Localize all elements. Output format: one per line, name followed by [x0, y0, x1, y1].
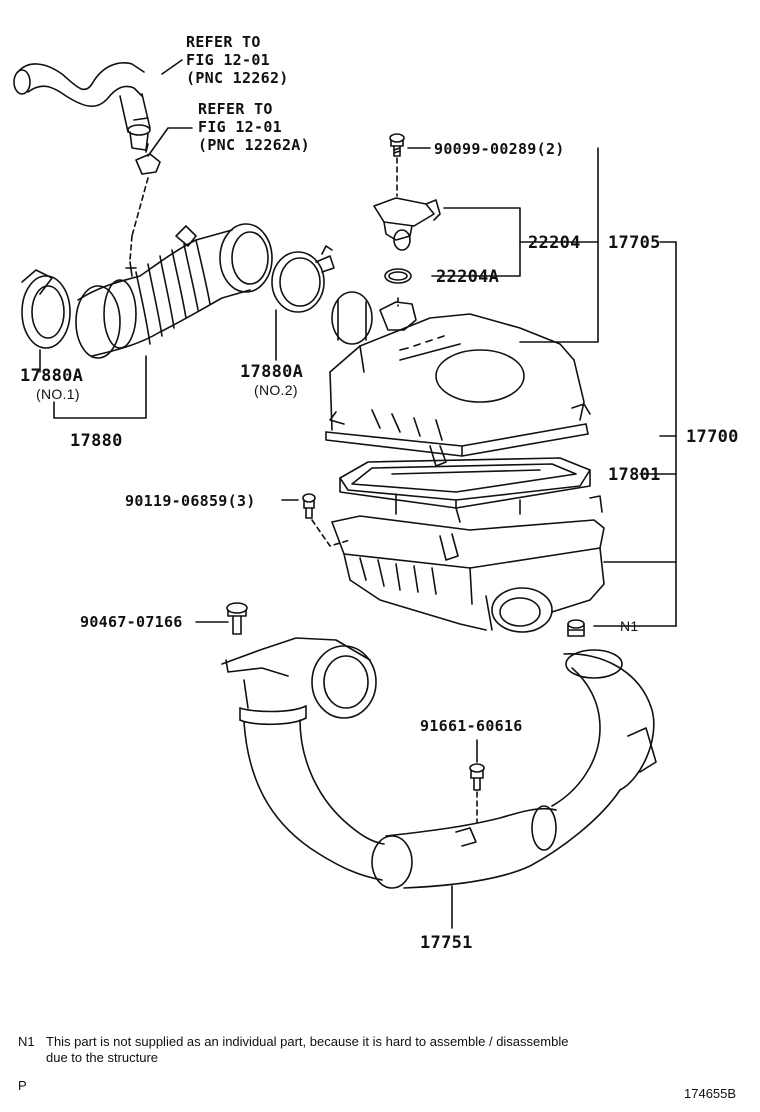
- refer-note-1[interactable]: REFER TO FIG 12-01 (PNC 12262): [186, 33, 289, 87]
- part-17705[interactable]: 17705: [608, 233, 661, 253]
- screw-90099: [389, 133, 405, 157]
- figure-id: 174655B: [684, 1086, 737, 1101]
- o-ring-22204a: [384, 268, 412, 284]
- sensor-22204: [373, 197, 441, 251]
- part-17880a-no1-sub: (NO.1): [36, 386, 80, 402]
- refer-note-2-line3: (PNC 12262A): [198, 136, 310, 154]
- upper-hose-ref-part: [13, 62, 151, 151]
- fitting-ref-part: [135, 143, 161, 175]
- bolt-91661: [469, 763, 485, 791]
- refer-note-2-line2: FIG 12-01: [198, 118, 282, 136]
- part-90467-07166[interactable]: 90467-07166: [80, 613, 183, 631]
- refer-note-1-line2: FIG 12-01: [186, 51, 270, 69]
- filter-element-17801: [339, 457, 591, 523]
- footnote-line2: due to the structure: [46, 1050, 159, 1065]
- part-90099-00289[interactable]: 90099-00289(2): [434, 140, 565, 158]
- part-22204a[interactable]: 22204A: [436, 267, 500, 287]
- part-22204[interactable]: 22204: [528, 233, 581, 253]
- part-91661-60616[interactable]: 91661-60616: [420, 717, 523, 735]
- refer-note-1-line1: REFER TO: [186, 33, 261, 51]
- n1-part: [567, 619, 585, 637]
- footnote-marker: N1: [18, 1034, 35, 1049]
- part-17880a-no1[interactable]: 17880A: [20, 366, 84, 386]
- refer-note-2[interactable]: REFER TO FIG 12-01 (PNC 12262A): [198, 100, 310, 154]
- part-17880[interactable]: 17880: [70, 431, 123, 451]
- bolt-90467: [226, 602, 248, 635]
- part-17801[interactable]: 17801: [608, 465, 661, 485]
- clamp-17880a-no2: [271, 245, 335, 313]
- part-17880a-no2-sub: (NO.2): [254, 382, 298, 398]
- air-cleaner-case: [331, 495, 605, 633]
- refer-note-2-line1: REFER TO: [198, 100, 273, 118]
- bolt-90119: [302, 493, 316, 519]
- part-n1[interactable]: N1: [620, 618, 639, 634]
- footnote-line1: This part is not supplied as an individu…: [46, 1034, 569, 1049]
- refer-note-1-line3: (PNC 12262): [186, 69, 289, 87]
- footer-p-marker: P: [18, 1078, 27, 1093]
- air-inlet-17751: [221, 637, 657, 889]
- intake-hose-17880: [21, 223, 273, 359]
- air-cleaner-cap: [325, 291, 591, 467]
- part-17880a-no2[interactable]: 17880A: [240, 362, 304, 382]
- part-17751[interactable]: 17751: [420, 933, 473, 953]
- part-90119-06859[interactable]: 90119-06859(3): [125, 492, 256, 510]
- part-17700[interactable]: 17700: [686, 427, 739, 447]
